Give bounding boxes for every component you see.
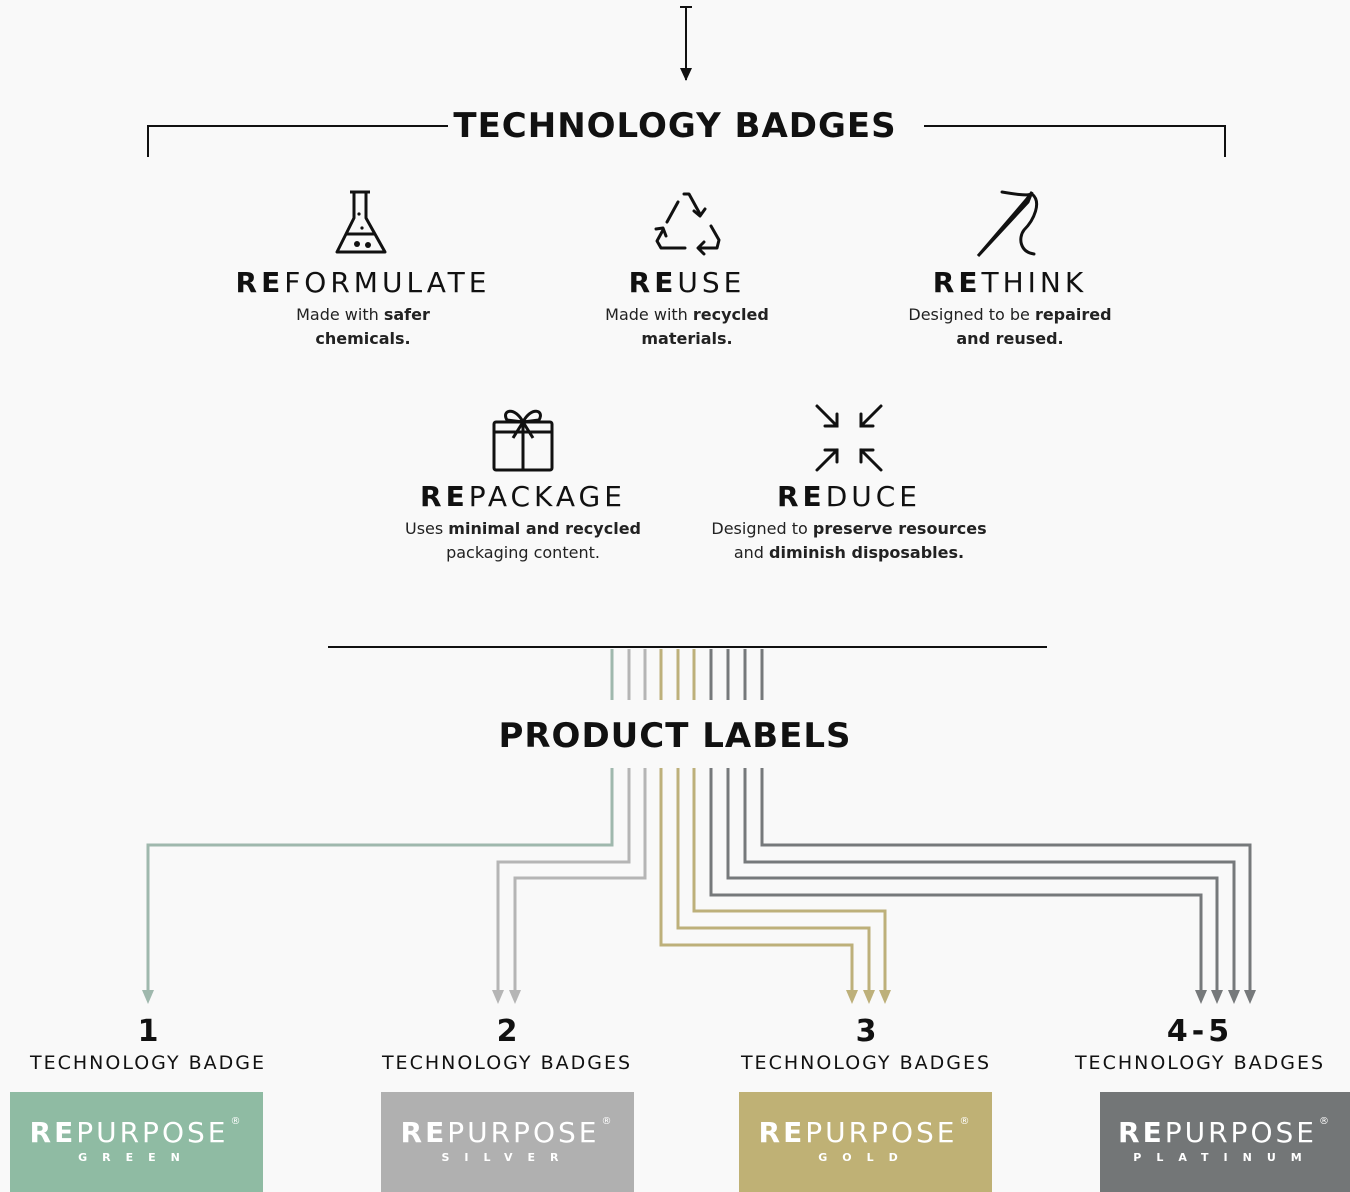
connector-arrowhead xyxy=(142,990,154,1004)
badge-name: REPACKAGE xyxy=(420,480,626,513)
connector-wire xyxy=(709,768,1203,990)
badge-rethink: RETHINK Designed to be repaired and reus… xyxy=(860,186,1160,351)
technology-badges-title: TECHNOLOGY BADGES xyxy=(453,106,897,146)
connector-wire xyxy=(743,768,1236,990)
connector-arrowhead xyxy=(846,990,858,1004)
badge-description: Designed to be repaired and reused. xyxy=(908,305,1112,348)
badge-reformulate: REFORMULATE Made with safer chemicals. xyxy=(213,186,513,351)
repurpose-silver-logo: REPURPOSE® SILVER xyxy=(381,1092,634,1192)
tier-label: TECHNOLOGY BADGES xyxy=(1074,1052,1326,1074)
connector-arrowhead xyxy=(1228,990,1240,1004)
tier-green: 1 TECHNOLOGY BADGE xyxy=(0,1014,298,1076)
connector-arrowhead xyxy=(863,990,875,1004)
repurpose-platinum-logo: REPURPOSE® PLATINUM xyxy=(1100,1092,1350,1192)
connector-arrowhead xyxy=(509,990,521,1004)
product-labels-title: PRODUCT LABELS xyxy=(498,716,852,756)
badge-description: Uses minimal and recycled packaging cont… xyxy=(404,519,641,562)
tier-silver: 2 TECHNOLOGY BADGES xyxy=(357,1014,657,1076)
tier-count: 3 xyxy=(855,1014,877,1049)
tier-label: TECHNOLOGY BADGES xyxy=(740,1052,992,1074)
tier-gold: 3 TECHNOLOGY BADGES xyxy=(716,1014,1016,1076)
badge-reduce: REDUCE Designed to preserve resources an… xyxy=(699,402,999,565)
needle-thread-icon xyxy=(976,190,1038,258)
gift-box-icon xyxy=(492,409,554,472)
tier-label: TECHNOLOGY BADGES xyxy=(381,1052,633,1074)
badge-name: REUSE xyxy=(628,266,746,299)
connector-wire xyxy=(146,768,614,990)
badges-bracket-right xyxy=(924,125,1226,157)
connector-wire xyxy=(676,768,871,990)
badge-repackage: REPACKAGE Uses minimal and recycled pack… xyxy=(373,402,673,565)
connector-wire xyxy=(760,768,1252,990)
connector-wire xyxy=(513,768,647,990)
badge-name: REDUCE xyxy=(777,480,921,513)
connector-arrowhead xyxy=(1211,990,1223,1004)
tier-count: 2 xyxy=(496,1014,518,1049)
tier-platinum: 4-5 TECHNOLOGY BADGES xyxy=(1050,1014,1350,1076)
tier-label: TECHNOLOGY BADGE xyxy=(29,1052,266,1074)
compress-arrows-icon xyxy=(815,404,883,472)
tier-count: 1 xyxy=(137,1014,159,1049)
badge-description: Designed to preserve resources and dimin… xyxy=(711,519,987,562)
badge-reuse: REUSE Made with recycled materials. xyxy=(537,186,837,351)
connector-wire xyxy=(659,768,854,990)
recycle-icon xyxy=(654,192,721,256)
connector-arrowhead xyxy=(1244,990,1256,1004)
badge-description: Made with safer chemicals. xyxy=(296,305,430,348)
connector-wire xyxy=(692,768,887,990)
repurpose-gold-logo: REPURPOSE® GOLD xyxy=(739,1092,992,1192)
connector-wire xyxy=(496,768,631,990)
badges-bracket-left xyxy=(147,125,448,157)
badge-description: Made with recycled materials. xyxy=(605,305,769,348)
connector-arrowhead xyxy=(879,990,891,1004)
tier-count: 4-5 xyxy=(1166,1014,1234,1049)
connector-arrowhead xyxy=(1195,990,1207,1004)
badge-name: REFORMULATE xyxy=(235,266,491,299)
repurpose-green-logo: REPURPOSE® GREEN xyxy=(10,1092,263,1192)
connector-arrowhead xyxy=(492,990,504,1004)
flask-icon xyxy=(335,190,387,254)
badge-name: RETHINK xyxy=(932,266,1088,299)
connector-wire xyxy=(726,768,1219,990)
